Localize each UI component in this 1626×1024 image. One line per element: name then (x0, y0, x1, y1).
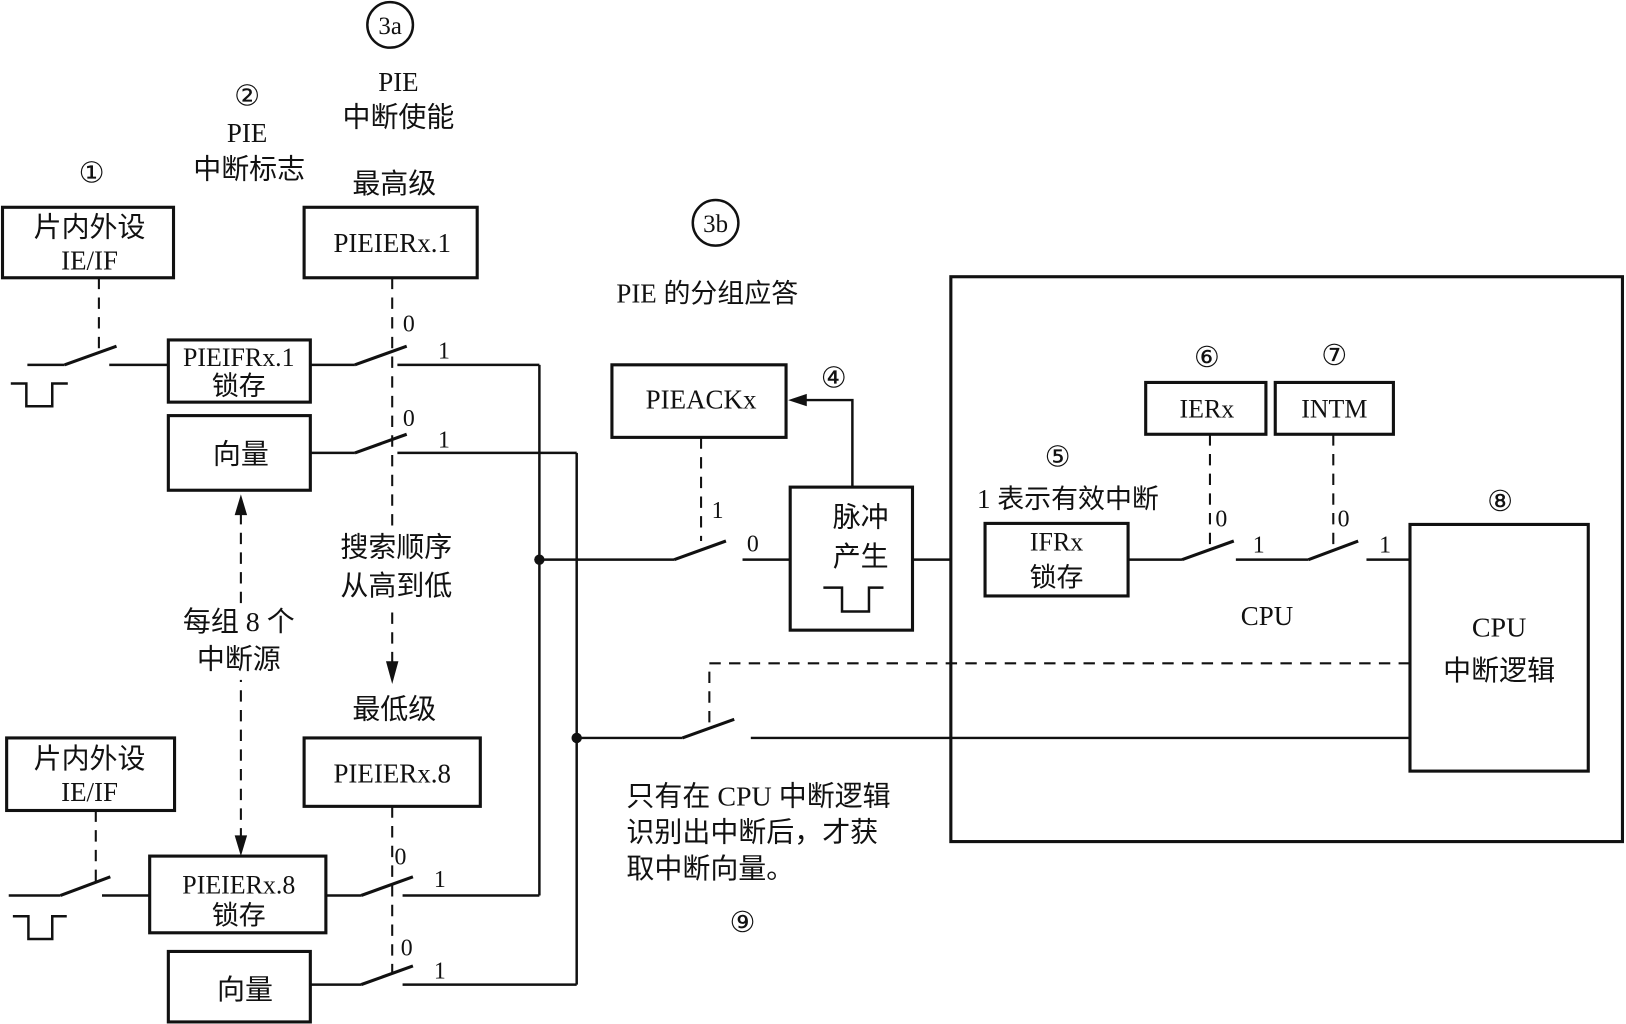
pulse-icon (12, 914, 67, 941)
switch-on-label: 1 (1253, 532, 1265, 558)
peripheral-1-line2: IE/IF (61, 245, 118, 275)
pieier-8-box (302, 736, 482, 808)
pieifr-8-label: PIEIERx.8 (182, 870, 295, 899)
group-ack-label: PIE 的分组应答 (616, 279, 798, 309)
vector-8-enable-switch (360, 964, 414, 987)
vector-box-8 (166, 949, 312, 1024)
cpu-logic-line1: CPU (1472, 612, 1526, 643)
peripheral-8-switch (60, 875, 111, 897)
ack-arrowhead (788, 393, 807, 407)
vector-box-1 (166, 414, 312, 492)
vector-1-enable-switch (354, 432, 408, 455)
switch-on-label: 1 (438, 428, 450, 454)
pieifr-8-latch-box (148, 854, 328, 935)
note-line2: 识别出中断后，才获 (626, 817, 878, 849)
pulse-icon (823, 586, 884, 613)
arrowhead-up (234, 494, 248, 516)
peripheral-ie-if-box-8 (5, 736, 177, 813)
cpu-interrupt-logic-box (1408, 522, 1590, 773)
pieifr-1-latch-box (166, 338, 312, 404)
switch-on-label: 1 (438, 339, 450, 365)
group-sources-line2: 中断源 (197, 644, 281, 676)
pulse-generator-line2: 产生 (833, 541, 889, 573)
search-order-bg (330, 528, 461, 608)
marker-8: ⑧ (1487, 486, 1513, 518)
vector-fetch-switch (681, 717, 735, 740)
vector-fetch-control-dash (708, 662, 1410, 726)
cpu-label: CPU (1241, 601, 1293, 631)
switch-off-label: 0 (403, 406, 415, 432)
pieack-label: PIEACKx (646, 384, 757, 414)
pieack-switch (673, 539, 727, 562)
pieack-box (610, 363, 788, 439)
switch-off-label: 0 (403, 312, 415, 338)
switch-off-label: 0 (395, 844, 407, 870)
peripheral-1-switch (64, 344, 118, 367)
pieifr-1-label: PIEIFRx.1 (183, 343, 295, 372)
marker-3a-circle (366, 0, 415, 49)
intm-label: INTM (1301, 395, 1367, 424)
group-sources-bg (166, 603, 312, 680)
marker-3b: 3b (703, 211, 728, 238)
vector-1-label: 向量 (213, 438, 269, 470)
ifr-latch-label: 锁存 (1030, 563, 1084, 593)
pieier-1-box (302, 205, 479, 280)
marker-3b-circle (691, 198, 740, 247)
pulse-generator-box (788, 485, 915, 632)
marker-7: ⑦ (1321, 340, 1347, 372)
search-order-arrowhead (385, 661, 399, 685)
pieifr-1-latch-label: 锁存 (212, 371, 266, 401)
switch-on-label: 1 (434, 867, 446, 893)
switch-off-label: 0 (1215, 507, 1227, 533)
switch-off-label: 0 (1338, 507, 1350, 533)
peripheral-8-line2: IE/IF (61, 777, 118, 807)
marker-9: ⑨ (730, 907, 756, 939)
lowest-priority-label: 最低级 (352, 693, 436, 725)
marker-3a: 3a (378, 13, 401, 40)
pieifr-8-latch-label: 锁存 (212, 901, 266, 931)
switch-on-label: 1 (712, 498, 724, 524)
valid-interrupt-label: 1 表示有效中断 (977, 484, 1159, 514)
note-line1: 只有在 CPU 中断逻辑 (626, 780, 890, 812)
pulse-generator-line1: 脉冲 (833, 502, 889, 534)
pieier-1-label: PIEIERx.1 (333, 228, 450, 258)
pieifr-1-enable-switch (354, 344, 408, 367)
pieier-8-label: PIEIERx.8 (333, 759, 450, 789)
switch-off-label: 0 (401, 936, 413, 962)
pie-enable-title: PIE (378, 67, 418, 97)
ier-switch (1181, 539, 1235, 562)
pie-flag-sub: 中断标志 (193, 153, 305, 185)
cpu-logic-line2: 中断逻辑 (1443, 655, 1555, 687)
ifr-label: IFRx (1030, 527, 1083, 556)
note-line3: 取中断向量。 (626, 853, 794, 885)
group-sources-line1: 每组 8 个 (183, 606, 295, 638)
marker-6: ⑥ (1194, 342, 1220, 374)
pulse-icon (10, 382, 68, 408)
arrowhead-down (234, 835, 248, 857)
pieifr-8-enable-switch (360, 875, 414, 897)
search-order-line1: 搜索顺序 (340, 532, 452, 564)
switch-on-label: 1 (434, 958, 446, 984)
marker-5: ⑤ (1045, 441, 1071, 473)
intm-switch (1307, 539, 1359, 562)
peripheral-1-line1: 片内外设 (34, 211, 146, 243)
marker-4: ④ (821, 363, 847, 395)
ier-box (1144, 380, 1268, 436)
pie-enable-sub: 中断使能 (342, 101, 454, 133)
peripheral-8-line1: 片内外设 (34, 743, 146, 775)
marker-1: ① (79, 157, 105, 189)
peripheral-ie-if-box-1 (0, 205, 176, 280)
switch-on-label: 1 (1379, 532, 1391, 558)
search-order-line2: 从高到低 (340, 570, 452, 602)
vector-8-label: 向量 (217, 974, 273, 1006)
marker-2: ② (234, 81, 260, 113)
ack-feedback-wire (796, 398, 854, 488)
highest-priority-label: 最高级 (352, 168, 436, 200)
ier-label: IERx (1180, 395, 1235, 424)
switch-off-label: 0 (747, 531, 759, 557)
pie-flag-title: PIE (227, 118, 267, 148)
